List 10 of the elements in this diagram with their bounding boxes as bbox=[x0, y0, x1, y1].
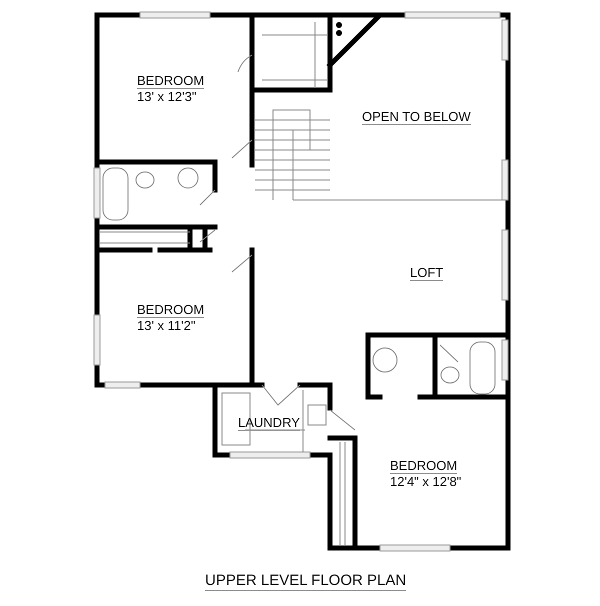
room-name: LOFT bbox=[410, 265, 444, 281]
plan-caption: UPPER LEVEL FLOOR PLAN bbox=[205, 572, 406, 591]
room-name: OPEN TO BELOW bbox=[362, 109, 471, 125]
room-dimensions: 12'4" x 12'8" bbox=[390, 474, 462, 489]
room-name: LAUNDRY bbox=[238, 415, 300, 431]
room-dimensions: 13' x 11'2" bbox=[137, 318, 196, 333]
room-name: BEDROOM bbox=[137, 73, 204, 89]
room-dimensions: 13' x 12'3" bbox=[137, 89, 196, 104]
room-name: BEDROOM bbox=[390, 458, 458, 474]
room-name: BEDROOM bbox=[137, 302, 204, 318]
